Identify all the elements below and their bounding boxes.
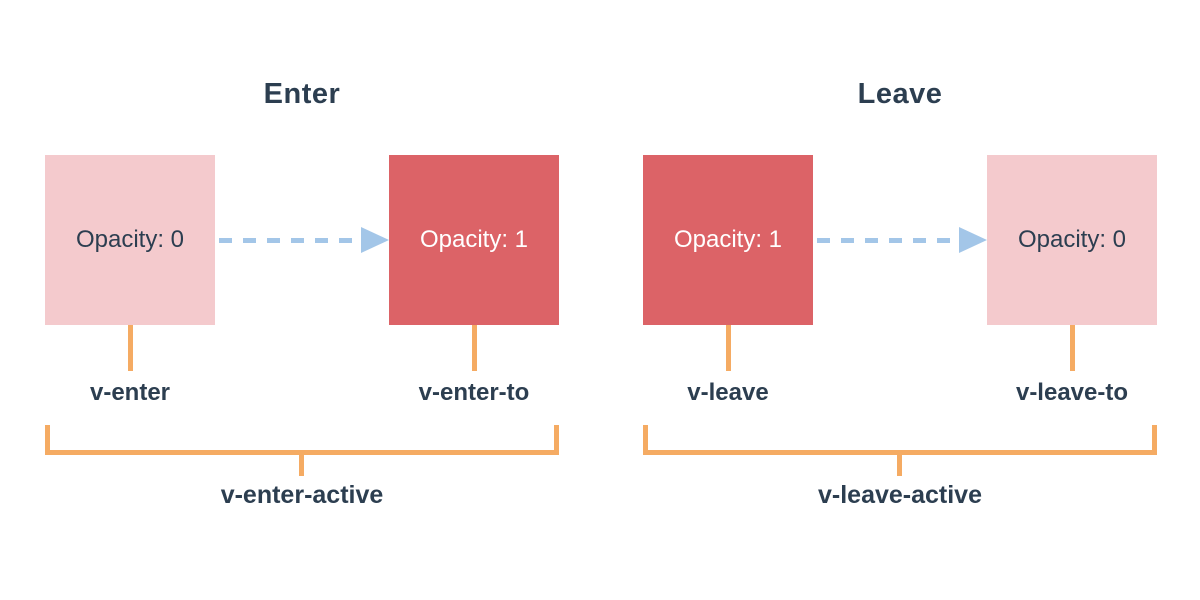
active-phase-bracket	[45, 425, 559, 455]
transition-arrow-dashes	[219, 238, 363, 243]
start-connector-line	[726, 325, 731, 371]
start-class-label: v-enter	[89, 379, 171, 406]
start-connector-line	[128, 325, 133, 371]
enter-panel: Enter Opacity: 0 Opacity: 1 v-enter v-en…	[45, 78, 559, 538]
panel-title: Enter	[263, 78, 341, 110]
leave-panel: Leave Opacity: 1 Opacity: 0 v-leave v-le…	[643, 78, 1157, 538]
end-class-label: v-leave-to	[1015, 379, 1129, 406]
start-class-label: v-leave	[687, 379, 769, 406]
bracket-center-tick	[897, 455, 902, 476]
start-state-box: Opacity: 0	[45, 155, 215, 325]
panel-title: Leave	[857, 78, 943, 110]
start-state-box: Opacity: 1	[643, 155, 813, 325]
end-state-box: Opacity: 1	[389, 155, 559, 325]
active-class-label: v-leave-active	[817, 481, 982, 509]
opacity-label: Opacity: 0	[75, 226, 185, 253]
end-state-box: Opacity: 0	[987, 155, 1157, 325]
end-connector-line	[1070, 325, 1075, 371]
active-class-label: v-enter-active	[220, 481, 384, 509]
opacity-label: Opacity: 1	[419, 226, 529, 253]
opacity-label: Opacity: 0	[1017, 226, 1127, 253]
bracket-center-tick	[299, 455, 304, 476]
end-connector-line	[472, 325, 477, 371]
arrow-head-icon	[959, 227, 987, 253]
arrow-head-icon	[361, 227, 389, 253]
end-class-label: v-enter-to	[418, 379, 530, 406]
active-phase-bracket	[643, 425, 1157, 455]
transition-arrow-dashes	[817, 238, 961, 243]
opacity-label: Opacity: 1	[673, 226, 783, 253]
